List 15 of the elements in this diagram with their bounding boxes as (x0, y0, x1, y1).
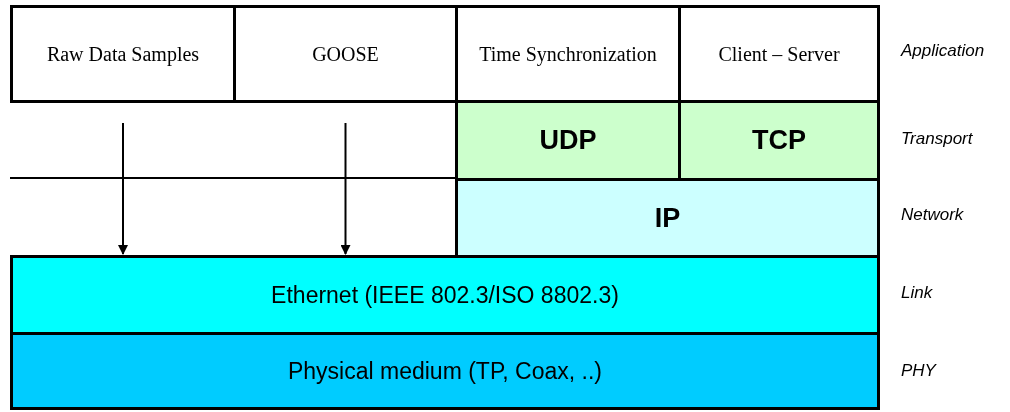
layer-name: Application (901, 41, 985, 61)
layer-name: Network (901, 205, 964, 225)
protocol-cell: UDP (455, 100, 681, 181)
layer-cell: GOOSE (233, 5, 458, 103)
layer-cell: Raw Data Samples (10, 5, 236, 103)
layer-name: PHY (901, 361, 936, 381)
arrow (118, 122, 128, 255)
protocol-cell: TCP (678, 100, 880, 181)
protocol-cell: IP (455, 178, 880, 258)
layer-cell: Client – Server (678, 5, 880, 103)
layer-name: Link (901, 283, 933, 303)
layer-band: Ethernet (IEEE 802.3/ISO 8802.3) (10, 255, 880, 335)
layer-name: Transport (901, 129, 973, 149)
arrow (340, 122, 351, 255)
layer-band: Physical medium (TP, Coax, ..) (10, 332, 880, 410)
